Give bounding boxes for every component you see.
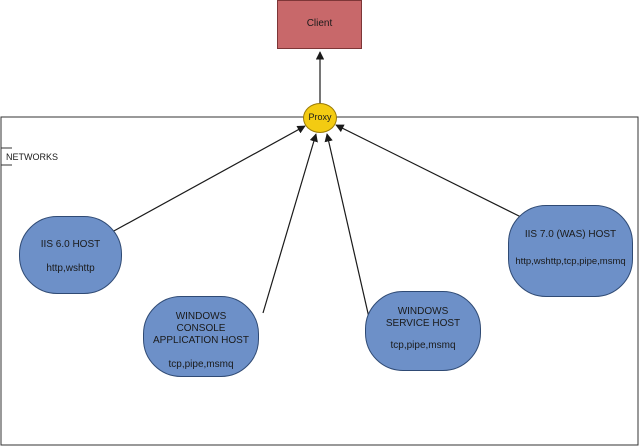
host-title: IIS 6.0 HOST [40, 239, 101, 250]
host-protocols: http,wshttp,tcp,pipe,msmq [515, 256, 626, 267]
host-title: WINDOWS CONSOLE APPLICATION HOST [153, 311, 249, 346]
edge-service-to-proxy [324, 133, 371, 323]
host-protocols: tcp,pipe,msmq [390, 340, 456, 351]
host-title: IIS 7.0 (WAS) HOST [524, 229, 617, 240]
host-node-service: WINDOWS SERVICE HOST tcp,pipe,msmq [365, 291, 481, 371]
host-title: WINDOWS SERVICE HOST [385, 306, 461, 329]
proxy-node: Proxy [303, 103, 337, 133]
host-node-iis7: IIS 7.0 (WAS) HOST http,wshttp,tcp,pipe,… [508, 205, 633, 297]
edge-console-to-proxy [262, 133, 318, 314]
edge-iis6-to-proxy [111, 125, 306, 233]
host-protocols: tcp,pipe,msmq [168, 359, 234, 370]
host-node-console: WINDOWS CONSOLE APPLICATION HOST tcp,pip… [143, 296, 259, 377]
edge-iis7-to-proxy [335, 124, 522, 218]
networks-label-bracket [0, 147, 12, 166]
client-node: Client [277, 0, 362, 49]
networks-label: NETWORKS [6, 152, 59, 162]
host-node-iis6: IIS 6.0 HOST http,wshttp [19, 216, 122, 294]
host-protocols: http,wshttp [46, 263, 95, 274]
